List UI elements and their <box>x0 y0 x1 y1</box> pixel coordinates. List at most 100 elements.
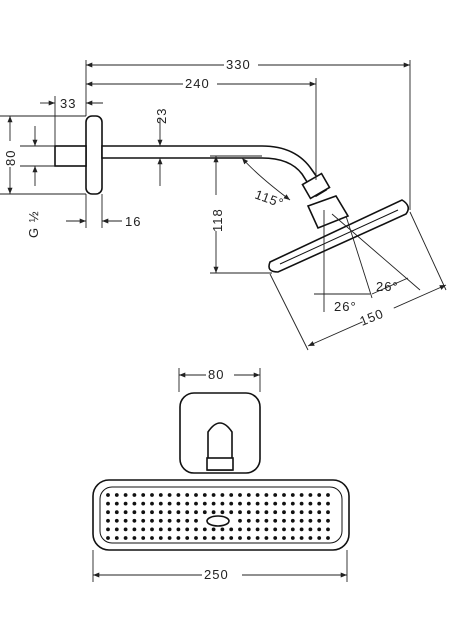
angle-26-right: 26° <box>376 279 399 294</box>
nozzle <box>308 493 313 497</box>
nozzle <box>132 518 137 523</box>
angle-115: 115° <box>253 187 286 211</box>
nozzle <box>194 501 198 506</box>
nozzle <box>150 501 154 506</box>
nozzle <box>202 493 207 497</box>
nozzle <box>299 501 304 506</box>
dim-16: 16 <box>125 214 141 229</box>
nozzle <box>246 527 251 532</box>
nozzle <box>123 501 128 506</box>
nozzle <box>132 527 137 532</box>
nozzle <box>141 493 146 497</box>
nozzle <box>229 493 234 497</box>
nozzle <box>202 510 207 515</box>
nozzle <box>194 510 198 515</box>
nozzle <box>246 493 251 497</box>
nozzle <box>114 536 119 540</box>
nozzle <box>282 536 286 540</box>
shower-arm <box>101 145 328 198</box>
nozzle <box>238 501 242 506</box>
nozzle <box>158 536 163 540</box>
nozzle <box>123 518 128 523</box>
nozzle <box>150 518 154 523</box>
nozzle <box>167 493 172 497</box>
nozzle <box>317 527 322 532</box>
nozzle <box>106 501 110 506</box>
dim-330: 330 <box>226 57 251 72</box>
nozzle <box>167 510 172 515</box>
nozzle <box>308 527 313 532</box>
nozzle <box>114 527 119 532</box>
nozzle <box>185 527 190 532</box>
nozzle <box>229 536 234 540</box>
nozzle <box>185 501 190 506</box>
nozzle <box>255 493 260 497</box>
nozzle <box>255 510 260 515</box>
front-view: 80 250 <box>92 366 350 582</box>
nozzle <box>211 501 216 506</box>
nozzle <box>326 510 330 515</box>
nozzle <box>238 527 242 532</box>
nozzle <box>123 493 128 497</box>
nozzle <box>167 501 172 506</box>
nozzle <box>255 518 260 523</box>
nozzle <box>308 510 313 515</box>
dim-33: 33 <box>60 96 76 111</box>
nozzle <box>308 501 313 506</box>
nozzle <box>202 527 207 532</box>
thread-label: G ½ <box>26 210 41 238</box>
nozzle <box>299 493 304 497</box>
nozzle <box>194 527 198 532</box>
nozzle <box>229 510 234 515</box>
nozzle <box>194 493 198 497</box>
nozzle <box>106 536 110 540</box>
nozzle <box>290 501 295 506</box>
nozzle <box>246 501 251 506</box>
nozzle <box>176 510 181 515</box>
nozzle <box>238 518 242 523</box>
nozzle <box>326 501 330 506</box>
nozzle <box>202 501 207 506</box>
nozzle <box>317 518 322 523</box>
nozzle <box>290 527 295 532</box>
dim-118: 118 <box>210 208 225 232</box>
nozzle <box>238 510 242 515</box>
nozzle <box>229 527 234 532</box>
nozzle <box>220 493 225 497</box>
nozzle <box>132 510 137 515</box>
nozzle <box>220 527 225 532</box>
nozzle <box>123 527 128 532</box>
nozzle <box>167 518 172 523</box>
nozzle <box>106 527 110 532</box>
nozzle <box>220 510 225 515</box>
nozzle <box>211 536 216 540</box>
nozzle <box>150 493 154 497</box>
nozzle <box>282 501 286 506</box>
nozzle <box>264 536 269 540</box>
nozzle <box>273 527 278 532</box>
nozzle <box>114 518 119 523</box>
nozzle <box>211 510 216 515</box>
nozzle <box>238 536 242 540</box>
nozzle <box>150 510 154 515</box>
nozzle <box>290 493 295 497</box>
dim-240: 240 <box>185 76 210 91</box>
nozzle <box>255 527 260 532</box>
nozzle <box>282 510 286 515</box>
nozzle <box>282 518 286 523</box>
nozzle <box>106 518 110 523</box>
nozzle <box>141 510 146 515</box>
nozzle <box>273 493 278 497</box>
nozzle <box>194 536 198 540</box>
thread-stub <box>54 145 87 167</box>
dim-250: 250 <box>204 567 229 582</box>
nozzle <box>246 510 251 515</box>
nozzle <box>158 518 163 523</box>
nozzle <box>326 493 330 497</box>
nozzle <box>255 536 260 540</box>
nozzle <box>185 518 190 523</box>
nozzle <box>176 493 181 497</box>
nozzle <box>264 518 269 523</box>
nozzle <box>264 501 269 506</box>
